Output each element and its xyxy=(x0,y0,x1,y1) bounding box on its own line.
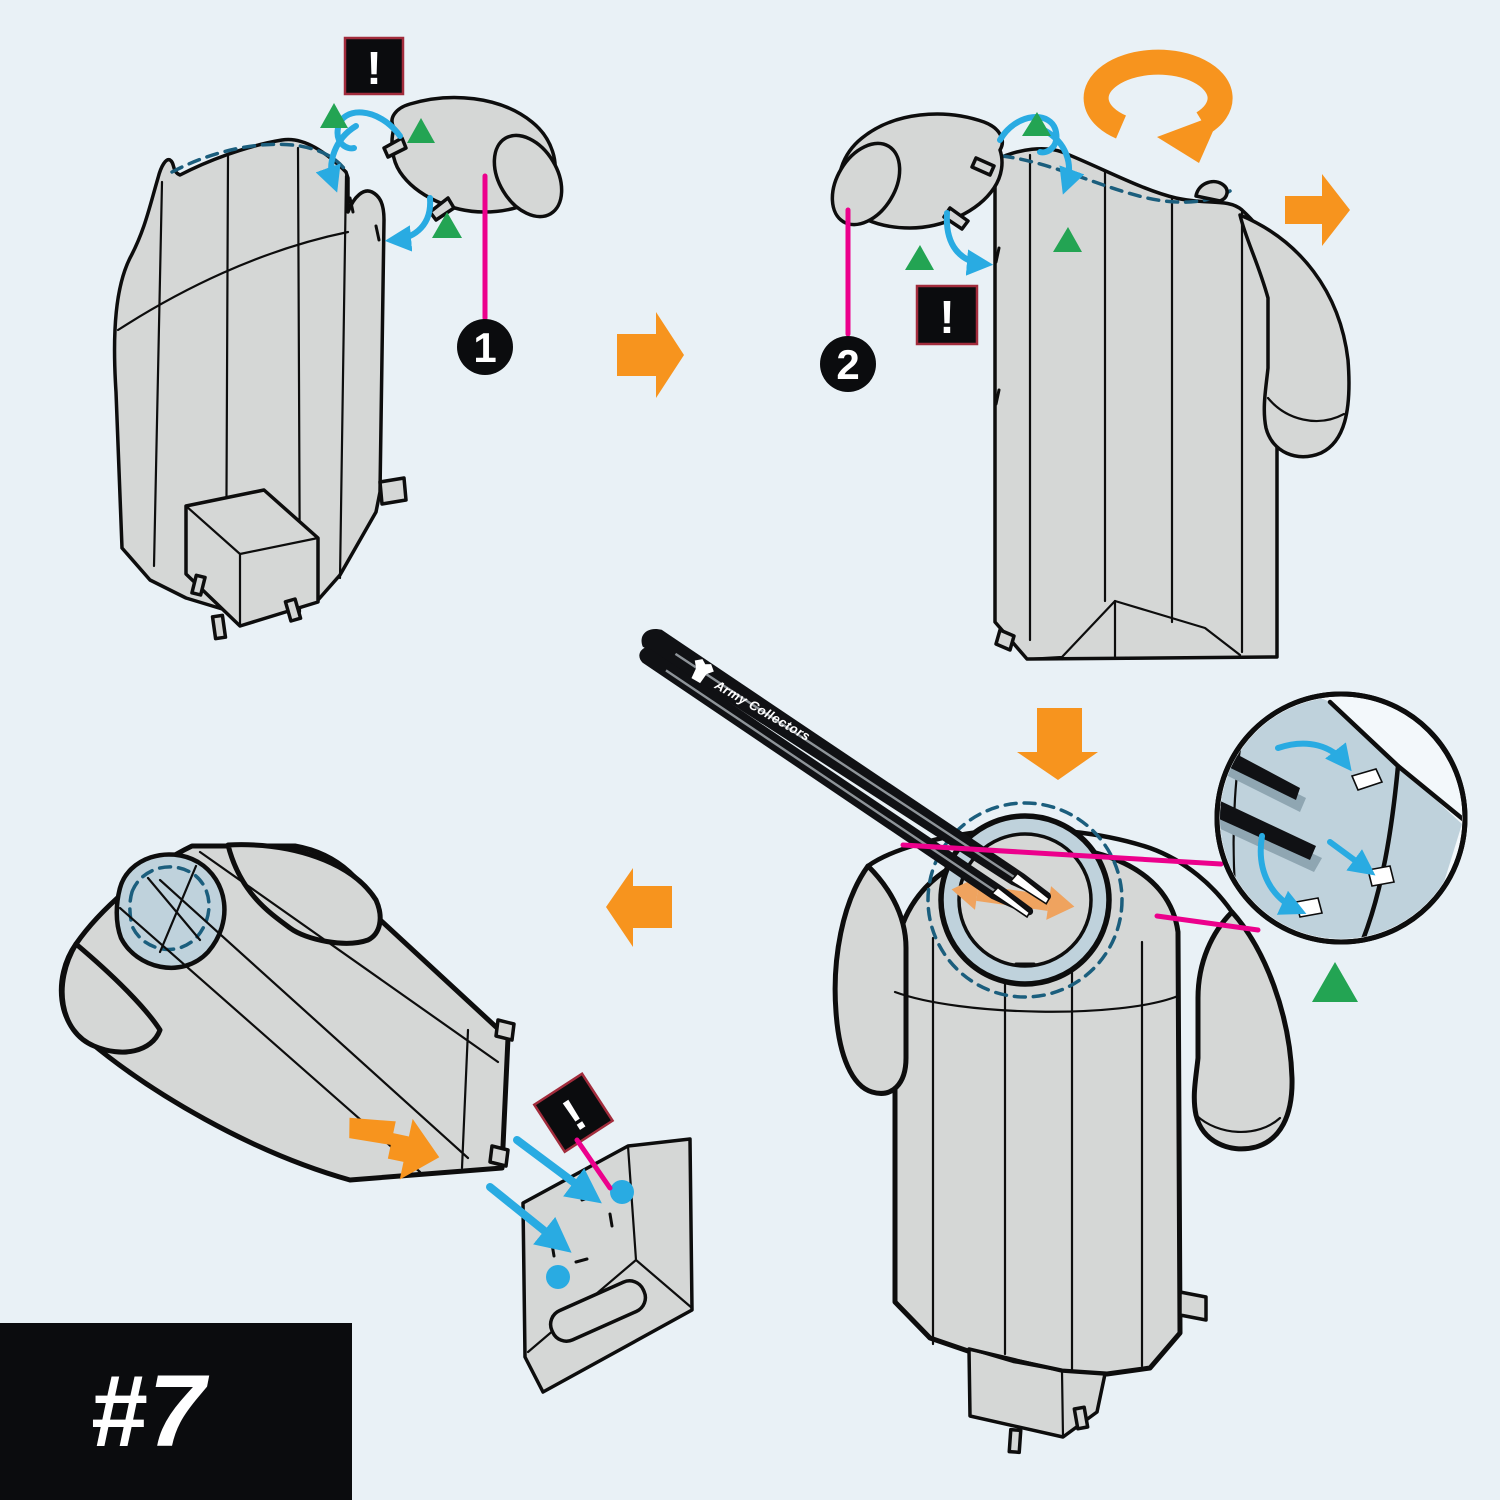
tweezers-tip xyxy=(990,886,1031,919)
bottom-tab xyxy=(994,628,1016,652)
collar-guide-dashes xyxy=(926,801,1124,999)
shirt-folds xyxy=(893,936,1282,1373)
warning-callout-line xyxy=(574,1137,613,1191)
warning-icon: ! xyxy=(343,36,405,96)
slot-ticks xyxy=(994,246,1001,406)
side-tab xyxy=(378,476,408,506)
step-marker-2: 2 xyxy=(820,336,876,392)
tweezers-lower-arm xyxy=(639,646,1034,916)
sleeve-tab xyxy=(428,196,456,222)
shirt-body-front xyxy=(993,146,1279,661)
tweezers-tip xyxy=(1009,872,1051,905)
tweezers-upper-arm xyxy=(641,629,1052,901)
step-marker-1: 1 xyxy=(457,319,513,375)
panel-step-1: ! 1 xyxy=(112,36,564,641)
base-box-piece xyxy=(521,1137,694,1394)
warning-icon: ! xyxy=(915,284,979,346)
fold-direction-arrows xyxy=(943,114,1085,276)
base-box xyxy=(967,1347,1107,1455)
warning-icon: ! xyxy=(532,1071,615,1154)
base-slot xyxy=(548,1279,648,1343)
next-step-arrow-right xyxy=(617,312,684,398)
attention-triangles xyxy=(905,112,1082,270)
left-sleeve xyxy=(832,863,909,1096)
step-number-text: #7 xyxy=(89,1354,208,1468)
inset-fold-arrows xyxy=(1257,740,1376,915)
attention-triangles xyxy=(320,103,462,238)
hanging-sleeve xyxy=(1238,213,1351,459)
warning-glyph: ! xyxy=(939,291,954,343)
inset-callout-line-upper xyxy=(900,842,1224,867)
next-step-arrow-right xyxy=(1285,174,1350,246)
alignment-dot xyxy=(546,1265,570,1289)
shirt-lying-sleeve xyxy=(225,842,383,946)
step-marker-1-number: 1 xyxy=(473,324,496,371)
inset-callout-line-lower xyxy=(1154,913,1261,933)
edge-tab xyxy=(488,1144,510,1168)
shirt-body-folds xyxy=(1025,153,1244,661)
base-box xyxy=(184,488,320,641)
sleeve-tab xyxy=(382,136,408,159)
sleeve-tab xyxy=(970,156,996,177)
shirt-body-front xyxy=(112,137,386,620)
next-step-arrow-left xyxy=(606,868,672,947)
sleeve-piece-2 xyxy=(830,112,1005,231)
collar-teardrop xyxy=(114,852,227,970)
panel-step-4-base: ! xyxy=(58,842,694,1394)
next-step-arrow-down xyxy=(1017,708,1098,780)
slot-ticks xyxy=(348,196,381,242)
step-marker-2-number: 2 xyxy=(836,341,859,388)
collar-curl xyxy=(1194,179,1229,203)
panel-step-3-tweezers xyxy=(832,801,1295,1455)
attention-triangle xyxy=(1312,962,1358,1002)
warning-glyph: ! xyxy=(366,42,381,94)
insert-arrows xyxy=(486,1136,602,1253)
edge-tab xyxy=(494,1018,516,1042)
side-tab xyxy=(1178,1290,1208,1322)
right-sleeve xyxy=(1191,909,1295,1152)
shirt-lying-under-sleeve xyxy=(59,941,163,1055)
step-number-badge: #7 xyxy=(0,1323,352,1500)
alignment-dot xyxy=(610,1180,634,1204)
rotate-icon xyxy=(1083,49,1233,163)
slide-arrow xyxy=(349,1117,440,1180)
panel-step-2: ! 2 xyxy=(820,49,1351,661)
inset-shoulder-corner xyxy=(1220,697,1462,939)
sleeve-piece-1 xyxy=(382,95,564,222)
tshirt-icon xyxy=(691,659,714,684)
magnifier-inset xyxy=(1214,691,1468,945)
